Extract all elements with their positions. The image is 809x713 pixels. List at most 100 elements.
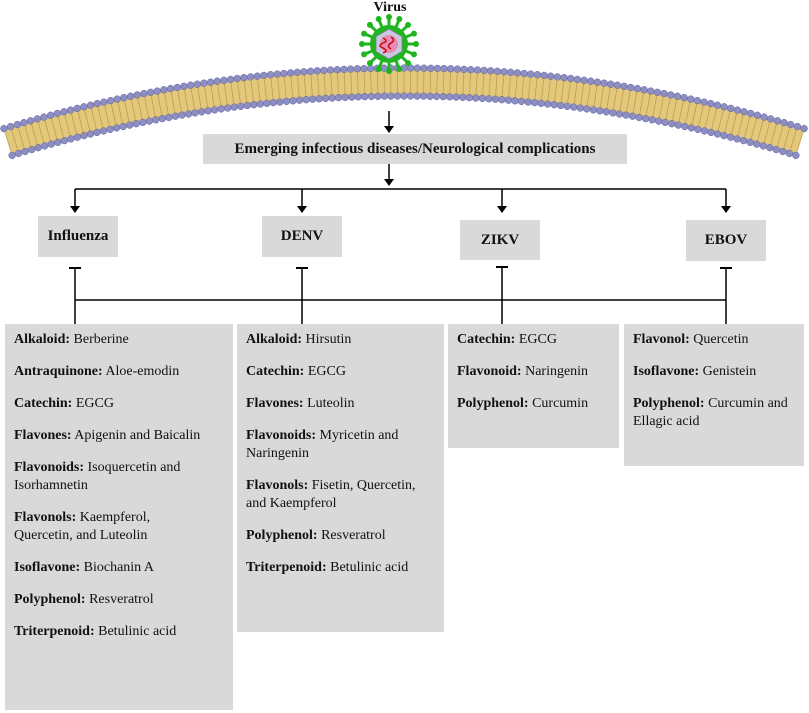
compound-entry: Catechin: EGCG (246, 363, 434, 381)
virus-spike-tip (361, 30, 368, 37)
lipid-head (269, 98, 278, 107)
lipid-tail (547, 80, 551, 101)
lipid-tail (783, 128, 790, 148)
lipid-head (707, 128, 715, 137)
lipid-head (86, 130, 95, 138)
lipid-head (613, 81, 622, 89)
lipid-head (166, 84, 175, 93)
compound-class: Polyphenol: (633, 396, 705, 411)
lipid-head (308, 95, 317, 103)
lipid-head (99, 127, 108, 135)
lipid-head (733, 106, 742, 114)
lipid-tail (750, 119, 757, 139)
lipid-head (589, 106, 598, 114)
lipid-tail (204, 87, 208, 107)
lipid-head (628, 112, 637, 120)
lipid-head (266, 71, 275, 79)
lipid-head (132, 120, 140, 128)
lipid-tail (144, 97, 149, 118)
lipid-bilayer-membrane (0, 64, 808, 160)
lipid-head (224, 104, 232, 112)
lipid-tail (685, 102, 691, 123)
lipid-head (73, 104, 81, 113)
lipid-head (504, 96, 513, 104)
lipid-head (193, 80, 201, 88)
lipid-tail (44, 120, 51, 141)
lipid-head (93, 128, 101, 137)
lipid-head (204, 107, 212, 115)
compound-class: Polyphenol: (246, 528, 318, 543)
lipid-head (171, 112, 180, 120)
lipid-head (633, 84, 642, 93)
lipid-head (286, 69, 295, 77)
lipid-tail (652, 96, 658, 116)
lipid-head (260, 71, 268, 80)
lipid-tail (137, 98, 143, 119)
lipid-head (693, 96, 702, 105)
lipid-head (720, 103, 728, 111)
compound-entry: Polyphenol: Resveratrol (14, 591, 223, 609)
lipid-head (346, 65, 355, 73)
lipid-tail (475, 73, 478, 95)
lipid-head (20, 119, 28, 127)
arrowhead (384, 179, 394, 186)
virus-box-ebov: EBOV (686, 220, 766, 261)
compound-names: Isoquercetin and Isorhamnetin (14, 460, 181, 493)
lipid-head (570, 103, 578, 111)
compound-names: Berberine (73, 332, 129, 347)
lipid-head (14, 149, 23, 158)
lipid-tail (619, 90, 624, 111)
lipid-tail (632, 92, 638, 113)
lipid-head (393, 92, 402, 100)
lipid-head (353, 65, 361, 73)
lipid-head (120, 94, 128, 102)
compound-class: Flavonols: (14, 510, 77, 525)
compound-class: Catechin: (457, 332, 516, 347)
lipid-tail (508, 76, 511, 97)
lipid-head (328, 94, 336, 102)
lipid-head (158, 114, 167, 123)
lipid-tail (462, 73, 465, 94)
lipid-tail (97, 107, 104, 128)
compound-class: Isoflavone: (633, 364, 700, 379)
lipid-head (700, 98, 708, 106)
lipid-head (687, 95, 695, 103)
lipid-tail (117, 102, 123, 123)
disease-box: Emerging infectious diseases/Neurologica… (203, 134, 627, 164)
lipid-head (635, 113, 643, 122)
lipid-head (47, 140, 55, 148)
lipid-head (387, 92, 395, 100)
lipid-head (119, 122, 127, 131)
lipid-tail (157, 94, 162, 115)
lipid-tail (698, 105, 704, 126)
lipid-head (620, 82, 628, 90)
lipid-tail (37, 122, 45, 143)
lipid-tail (488, 74, 491, 95)
lipid-tail (534, 78, 538, 99)
lipid-head (478, 94, 487, 103)
lipid-head (537, 99, 545, 107)
lipid-head (26, 117, 35, 125)
compound-entry: Polyphenol: Curcumin and Ellagic acid (633, 395, 794, 431)
compound-panel-influenza: Alkaloid: Berberine Antraquinone: Aloe-e… (5, 324, 233, 710)
lipid-head (655, 117, 663, 125)
lipid-head (413, 92, 421, 100)
lipid-tail (283, 77, 287, 98)
lipid-head (80, 103, 88, 111)
lipid-head (315, 95, 323, 103)
lipid-head (253, 72, 261, 80)
lipid-head (366, 64, 375, 73)
virus-spike-tip (375, 16, 382, 23)
compound-names: Kaempferol, Quercetin, and Luteolin (14, 510, 151, 543)
lipid-head (668, 120, 676, 128)
lipid-head (602, 108, 611, 116)
compound-panel-denv: Alkaloid: Hirsutin Catechin: EGCG Flavon… (237, 324, 444, 632)
lipid-head (740, 108, 748, 116)
lipid-head (100, 98, 108, 106)
lipid-tail (217, 85, 221, 106)
lipid-tail (84, 110, 90, 131)
compound-names: EGCG (518, 332, 557, 347)
compound-class: Triterpenoid: (14, 624, 95, 639)
virus-spike-tip (366, 60, 373, 67)
lipid-tail (124, 101, 130, 122)
